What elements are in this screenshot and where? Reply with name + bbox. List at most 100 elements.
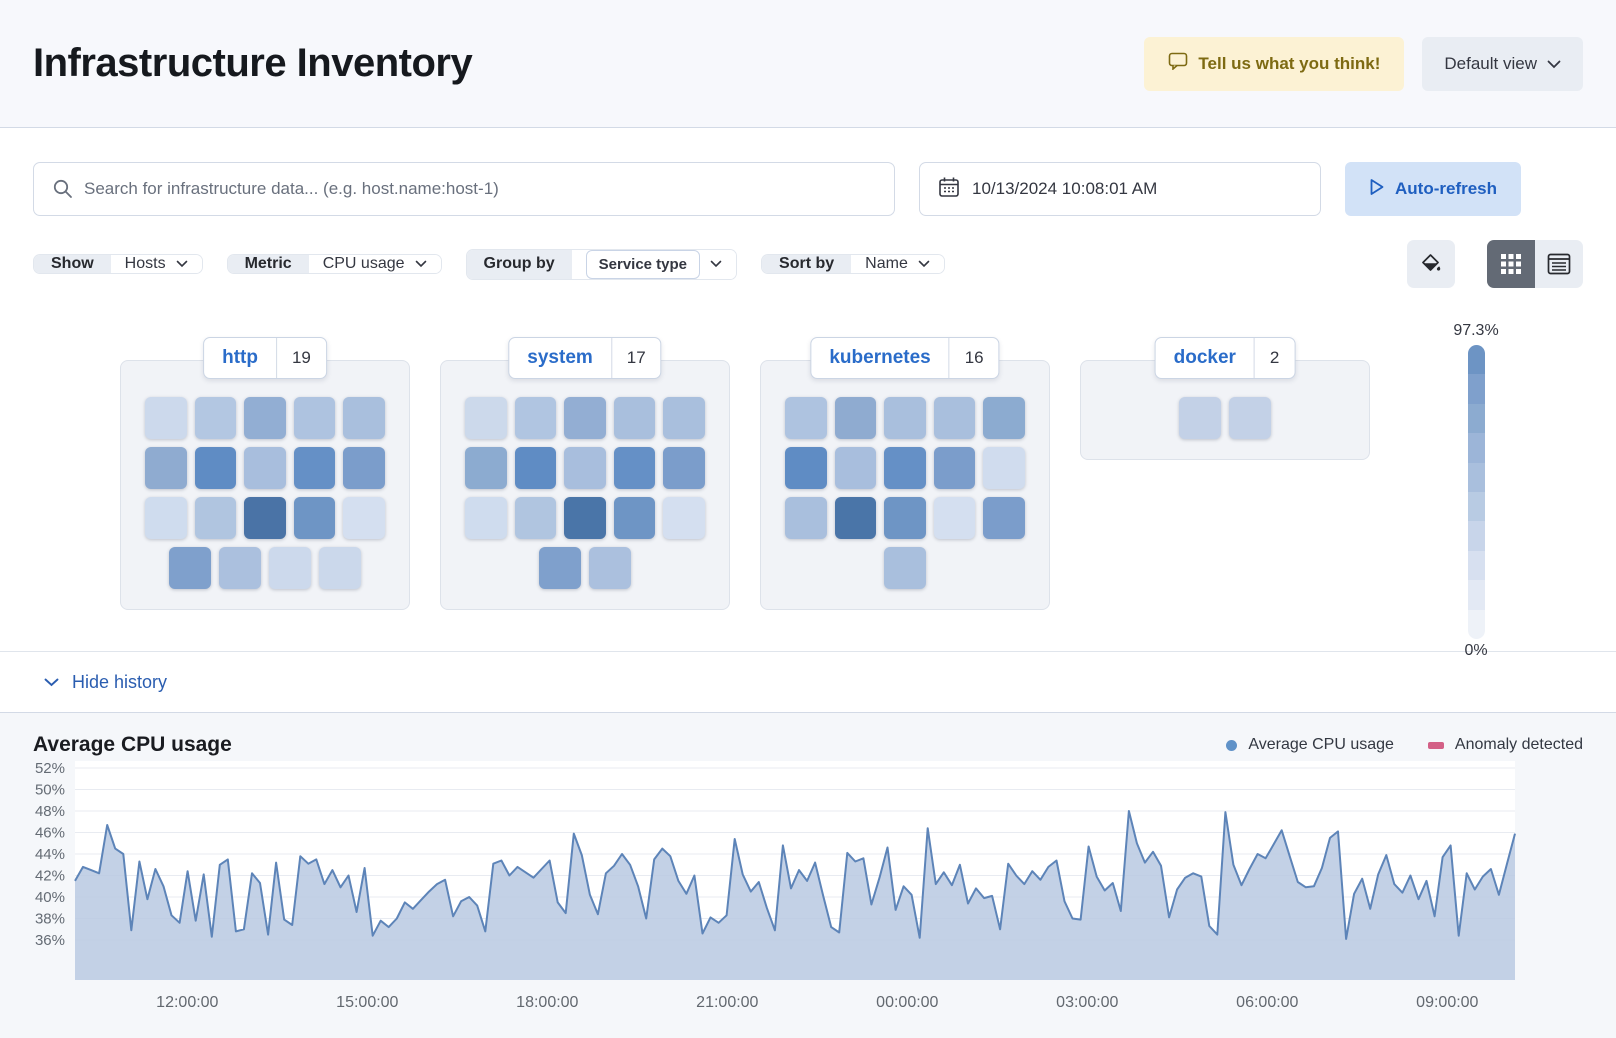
group-name: kubernetes (829, 347, 931, 368)
host-node[interactable] (785, 447, 827, 489)
group-count: 19 (275, 338, 326, 378)
host-node[interactable] (319, 547, 361, 589)
group-by-dropdown[interactable]: Service type (571, 249, 737, 279)
svg-text:09:00:00: 09:00:00 (1416, 994, 1478, 1011)
host-node[interactable] (983, 497, 1025, 539)
search-input[interactable] (33, 162, 895, 216)
group-badge[interactable]: kubernetes 16 (810, 337, 1000, 379)
host-node[interactable] (269, 547, 311, 589)
host-node[interactable] (983, 397, 1025, 439)
host-node[interactable] (343, 447, 385, 489)
host-node[interactable] (834, 447, 877, 489)
host-node[interactable] (933, 447, 976, 489)
svg-text:18:00:00: 18:00:00 (516, 994, 578, 1011)
color-palette-button[interactable] (1407, 240, 1455, 288)
host-node[interactable] (785, 397, 827, 439)
host-node[interactable] (884, 547, 926, 589)
svg-text:12:00:00: 12:00:00 (156, 994, 218, 1011)
svg-text:15:00:00: 15:00:00 (336, 994, 398, 1011)
host-node[interactable] (465, 447, 507, 489)
host-node[interactable] (293, 497, 336, 539)
feedback-button[interactable]: Tell us what you think! (1144, 36, 1405, 91)
saved-view-dropdown[interactable]: Default view (1422, 36, 1583, 91)
host-node[interactable] (539, 547, 581, 589)
svg-text:42%: 42% (35, 868, 65, 885)
datetime-picker[interactable]: 10/13/2024 10:08:01 AM (919, 162, 1321, 216)
svg-text:48%: 48% (35, 803, 65, 820)
host-node[interactable] (514, 497, 557, 539)
host-node[interactable] (613, 497, 656, 539)
host-node[interactable] (343, 497, 385, 539)
host-node[interactable] (465, 497, 507, 539)
group-count: 16 (948, 338, 999, 378)
show-label: Show (34, 255, 111, 273)
host-node[interactable] (933, 397, 976, 439)
host-node[interactable] (564, 447, 606, 489)
host-node[interactable] (145, 497, 187, 539)
view-toolbar-icons (1407, 240, 1583, 288)
host-node[interactable] (194, 497, 237, 539)
map-view-toggle-button[interactable] (1487, 240, 1535, 288)
legend-item-anomaly: Anomaly detected (1427, 736, 1583, 754)
feedback-button-label: Tell us what you think! (1198, 53, 1381, 73)
host-node[interactable] (564, 397, 606, 439)
show-dropdown[interactable]: Hosts (110, 255, 202, 273)
group-by-chip[interactable]: Service type (585, 249, 701, 279)
svg-text:36%: 36% (35, 932, 65, 949)
host-node[interactable] (663, 497, 705, 539)
host-node[interactable] (194, 397, 237, 439)
filter-bar: Show Hosts Metric CPU usage Group by Ser… (33, 240, 1583, 288)
host-node[interactable] (1229, 397, 1271, 439)
search-icon (51, 177, 75, 206)
host-node[interactable] (589, 547, 631, 589)
host-node[interactable] (884, 397, 926, 439)
host-node[interactable] (564, 497, 606, 539)
host-node[interactable] (244, 397, 286, 439)
host-node[interactable] (663, 447, 705, 489)
chart-title: Average CPU usage (33, 733, 232, 756)
auto-refresh-button[interactable]: Auto-refresh (1345, 162, 1522, 216)
host-node[interactable] (884, 447, 926, 489)
scale-gradient-bar (1467, 345, 1485, 639)
host-node[interactable] (293, 397, 336, 439)
group-by-label: Group by (466, 249, 572, 279)
table-view-toggle-button[interactable] (1535, 240, 1583, 288)
host-node[interactable] (244, 497, 286, 539)
hide-history-toggle[interactable]: Hide history (44, 672, 167, 693)
host-node[interactable] (663, 397, 705, 439)
svg-text:21:00:00: 21:00:00 (696, 994, 758, 1011)
host-node[interactable] (785, 497, 827, 539)
host-node[interactable] (613, 447, 656, 489)
host-node[interactable] (933, 497, 976, 539)
host-node[interactable] (834, 397, 877, 439)
host-node[interactable] (343, 397, 385, 439)
host-node[interactable] (834, 497, 877, 539)
host-node[interactable] (244, 447, 286, 489)
host-node[interactable] (983, 447, 1025, 489)
host-node[interactable] (219, 547, 261, 589)
host-node[interactable] (194, 447, 237, 489)
host-node[interactable] (465, 397, 507, 439)
speech-bubble-icon (1168, 52, 1188, 75)
host-node[interactable] (613, 397, 656, 439)
service-group-kubernetes: kubernetes 16 (760, 337, 1050, 610)
host-node[interactable] (169, 547, 211, 589)
host-node[interactable] (145, 397, 187, 439)
host-node[interactable] (1179, 397, 1221, 439)
host-node[interactable] (293, 447, 336, 489)
host-node[interactable] (145, 447, 187, 489)
host-node[interactable] (514, 397, 557, 439)
hide-history-label: Hide history (72, 671, 168, 692)
host-node[interactable] (514, 447, 557, 489)
sort-by-dropdown[interactable]: Name (851, 255, 944, 273)
legend-bar-icon (1427, 741, 1444, 749)
show-filter-group: Show Hosts (33, 254, 203, 274)
metric-dropdown[interactable]: CPU usage (308, 255, 441, 273)
host-node[interactable] (884, 497, 926, 539)
